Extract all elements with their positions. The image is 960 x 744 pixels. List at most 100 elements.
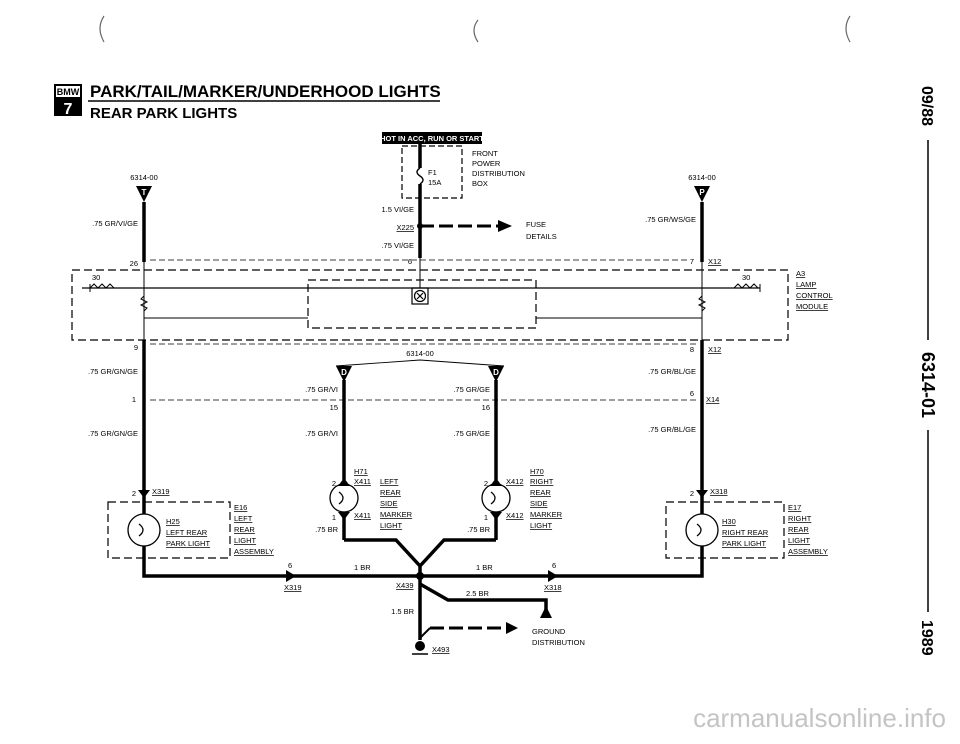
- d-marker-right: [488, 366, 504, 382]
- ground-wire-branch: 2.5 BR: [466, 589, 490, 598]
- splice-x225: [417, 223, 423, 229]
- right-rear-bulb: H30: [722, 517, 736, 526]
- fuse-details-line-2: DETAILS: [526, 232, 557, 241]
- left-rear-pin: 2: [132, 489, 136, 498]
- right-rear-assembly-4: ASSEMBLY: [788, 547, 828, 556]
- badge-bottom-text: 7: [64, 101, 73, 118]
- left-rear-bulb-label-1: LEFT REAR: [166, 528, 208, 537]
- right-marker-label-5: LIGHT: [530, 521, 553, 530]
- right-side-marker-lamp: [418, 483, 511, 568]
- ground-pin-left: 6: [288, 561, 292, 570]
- module-pin-right: 30: [742, 273, 750, 282]
- page-title: PARK/TAIL/MARKER/UNDERHOOD LIGHTS: [90, 82, 441, 101]
- d-wire-right: .75 GR/GE: [453, 385, 490, 394]
- output-wire-left-1: .75 GR/GN/GE: [88, 367, 138, 376]
- fuse-box-line-1: FRONT: [472, 149, 498, 158]
- left-marker-label-4: MARKER: [380, 510, 413, 519]
- output-wire-left-2: .75 GR/GN/GE: [88, 429, 138, 438]
- d-marker-left: [336, 366, 352, 382]
- ground-pin-right: 6: [552, 561, 556, 570]
- ground-wire-left: 1 BR: [354, 563, 371, 572]
- ground-dist-label-2: DISTRIBUTION: [532, 638, 585, 647]
- left-marker-label-3: SIDE: [380, 499, 398, 508]
- d-letter-left: D: [341, 368, 347, 377]
- ground-dist-arrow: [540, 606, 552, 618]
- output-ref-center: 6314-00: [406, 349, 434, 358]
- ground-wire-right: 1 BR: [476, 563, 493, 572]
- side-band: 09/88 6314-01 1989: [918, 86, 938, 656]
- ground-point: [415, 641, 425, 651]
- left-rear-assembly-2: REAR: [234, 525, 255, 534]
- right-rear-pin: 2: [690, 489, 694, 498]
- ground-dist-label-1: GROUND: [532, 627, 566, 636]
- module-pin-left: 30: [92, 273, 100, 282]
- hot-label-box: [382, 132, 482, 144]
- left-rear-connector-marker: [138, 490, 150, 498]
- d-letter-right: D: [493, 368, 499, 377]
- left-rear-code: E16: [234, 503, 247, 512]
- left-marker-label-1: LEFT: [380, 477, 399, 486]
- left-rear-assembly-3: LIGHT: [234, 536, 257, 545]
- page-subtitle: REAR PARK LIGHTS: [90, 105, 237, 122]
- left-rear-connector: X319: [152, 487, 170, 496]
- module-label-2: LAMP: [796, 280, 816, 289]
- left-feed-wire-label: .75 GR/VI/GE: [92, 219, 138, 228]
- connector-x225: X225: [396, 223, 414, 232]
- ground-wire-main: 1.5 BR: [391, 607, 415, 616]
- badge-top-text: BMW: [57, 87, 80, 97]
- output-wire-right-2: .75 GR/BL/GE: [648, 425, 696, 434]
- left-marker-pin-top: 2: [332, 479, 336, 488]
- lamp-control-module: [71, 258, 789, 341]
- left-marker-conn-top: X411: [354, 477, 371, 486]
- fuse-box: [401, 145, 463, 199]
- right-marker-conn-bot: X412: [506, 511, 524, 520]
- power-wires: [418, 144, 500, 258]
- fuse-box-line-2: POWER: [472, 159, 501, 168]
- right-feed-letter: P: [699, 188, 705, 197]
- right-rear-bulb-label-1: RIGHT REAR: [722, 528, 769, 537]
- right-feed-wire-label: .75 GR/WS/GE: [645, 215, 696, 224]
- bmw-badge: BMW 7: [54, 84, 82, 118]
- right-rear-bulb-label-2: PARK LIGHT: [722, 539, 766, 548]
- power-pin: 6: [408, 257, 412, 266]
- d-wire-right-2: .75 GR/GE: [453, 429, 490, 438]
- splice-x439: [416, 572, 424, 580]
- d-pin-right: 16: [482, 403, 490, 412]
- ground-connector-right: X318: [544, 583, 562, 592]
- d-pin-left: 15: [330, 403, 338, 412]
- fuse-symbol: [416, 167, 424, 185]
- left-rear-assembly-4: ASSEMBLY: [234, 547, 274, 556]
- ground-splice: X439: [396, 581, 414, 590]
- fuse-rating: 15A: [428, 178, 441, 187]
- left-marker-bot-conn: [338, 512, 350, 520]
- right-marker-label-4: MARKER: [530, 510, 563, 519]
- fuse-box-line-4: BOX: [472, 179, 488, 188]
- fuse-box-line-3: DISTRIBUTION: [472, 169, 525, 178]
- output-wire-right-1: .75 GR/BL/GE: [648, 367, 696, 376]
- left-rear-bulb-label-2: PARK LIGHT: [166, 539, 210, 548]
- right-rear-assembly-3: LIGHT: [788, 536, 811, 545]
- x14-connector: X14: [706, 395, 719, 404]
- right-feed-marker: [694, 186, 710, 202]
- fuse-details-arrow: [498, 220, 512, 232]
- output-wires: [142, 340, 704, 488]
- left-marker-wire: .75 BR: [315, 525, 339, 534]
- watermark: carmanualsonline.info: [693, 703, 946, 733]
- left-marker-code: H71: [354, 467, 368, 476]
- left-side-marker-lamp: [329, 483, 422, 568]
- left-feed-marker: [136, 186, 152, 202]
- left-rear-bulb: H25: [166, 517, 180, 526]
- output-connector-right: X12: [708, 345, 721, 354]
- right-rear-connector-marker: [696, 490, 708, 498]
- left-feed-pin: 26: [130, 259, 138, 268]
- right-marker-label-2: REAR: [530, 488, 551, 497]
- right-feed-connector: X12: [708, 257, 721, 266]
- right-marker-wire: .75 BR: [467, 525, 491, 534]
- binder-marks: [99, 15, 851, 43]
- fuse-details-line-1: FUSE: [526, 220, 546, 229]
- fuse-id: F1: [428, 168, 437, 177]
- right-rear-connector: X318: [710, 487, 728, 496]
- right-rear-assembly-1: RIGHT: [788, 514, 812, 523]
- output-pin-left: 9: [134, 343, 138, 352]
- output-pin-right: 8: [690, 345, 694, 354]
